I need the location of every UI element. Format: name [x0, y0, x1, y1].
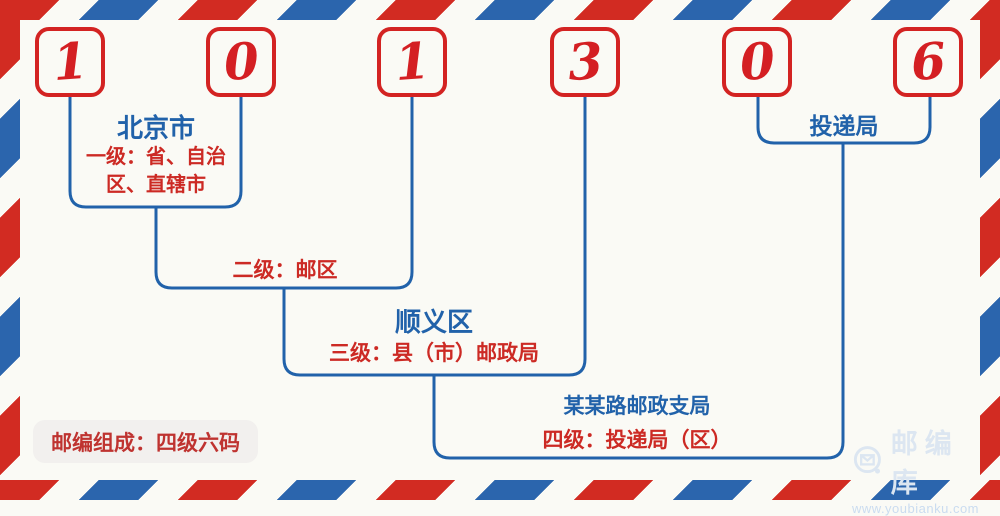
digit-box-5: 0 [722, 27, 792, 97]
envelope-in-circle-icon [853, 445, 881, 474]
border-stripes-top [0, 0, 1000, 20]
digit-5: 0 [737, 30, 777, 93]
digit-2: 0 [221, 30, 261, 93]
level4-desc-label: 四级：投递局（区） [542, 429, 732, 452]
digit-3: 1 [392, 30, 432, 93]
border-stripes-right [980, 20, 1000, 480]
level5-delivery-office-label: 投递局 [809, 113, 879, 139]
level1-desc-label: 一级：省、自治区、直辖市 [86, 146, 226, 196]
watermark: 邮编库 www.youbianku.com [852, 422, 992, 516]
digit-6: 6 [908, 30, 948, 93]
digit-1: 1 [50, 30, 90, 93]
level1-city-label: 北京市 [116, 113, 196, 143]
digit-box-3: 1 [377, 27, 447, 97]
composition-badge-text: 邮编组成：四级六码 [51, 431, 240, 455]
digit-box-2: 0 [206, 27, 276, 97]
digit-4: 3 [565, 30, 605, 93]
digit-box-1: 1 [35, 27, 105, 97]
level2-desc-label: 二级：邮区 [232, 259, 338, 282]
watermark-url: www.youbianku.com [852, 501, 979, 516]
digit-box-6: 6 [893, 27, 963, 97]
level3-desc-label: 三级：县（市）邮政局 [329, 342, 539, 365]
level4-branch-label: 某某路邮政支局 [563, 395, 711, 418]
border-stripes-bottom [0, 480, 1000, 500]
digit-box-4: 3 [550, 27, 620, 97]
level3-district-label: 顺义区 [394, 307, 474, 337]
border-stripes-left [0, 20, 20, 480]
watermark-brand: 邮编库 [890, 429, 959, 498]
composition-badge: 邮编组成：四级六码 [33, 420, 258, 463]
